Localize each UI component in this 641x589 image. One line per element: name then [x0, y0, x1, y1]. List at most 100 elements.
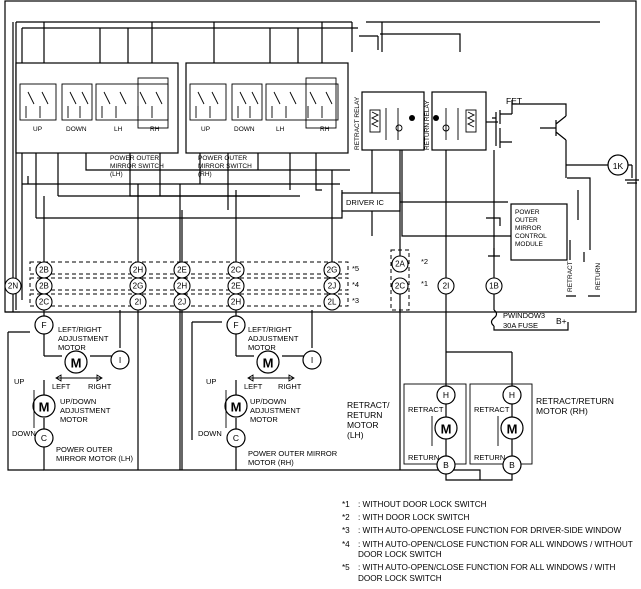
- lh-lr-motor-m: M: [71, 356, 82, 371]
- footnote-key: *3: [342, 526, 350, 536]
- retract-motor-lh-m: M: [441, 422, 452, 437]
- rh-motor-name2: MOTOR (RH): [248, 458, 294, 467]
- rl-terminal-h: H: [443, 390, 449, 400]
- footnotes: *1: WITHOUT DOOR LOCK SWITCH *2 : WITH DO…: [342, 500, 640, 587]
- switch-label-down: DOWN: [66, 126, 87, 133]
- lh-lr-label3: MOTOR: [58, 343, 86, 352]
- conn-2c-b: 2C: [231, 266, 241, 275]
- conn-2g-a: 2G: [133, 282, 144, 291]
- footnote-key: *5: [342, 563, 350, 573]
- rh-motor-name1: POWER OUTER MIRROR: [248, 449, 338, 458]
- conn-2i-b: 2I: [443, 282, 450, 291]
- rh-up: UP: [206, 377, 216, 386]
- rh-ud-label3: MOTOR: [250, 415, 278, 424]
- rl-retract: RETRACT: [408, 405, 444, 414]
- lh-ud-motor-m: M: [39, 400, 50, 415]
- lh-lr-label2: ADJUSTMENT: [58, 334, 109, 343]
- module-outline: [4, 0, 637, 313]
- mirror-switch-lh-contacts: [19, 77, 169, 129]
- conn-2h-b: 2H: [177, 282, 187, 291]
- conn-2e-b: 2E: [231, 282, 241, 291]
- note3-bracket: [29, 293, 349, 307]
- rl-return: RETURN: [408, 453, 439, 462]
- lh-lr-label1: LEFT/RIGHT: [58, 325, 102, 334]
- footnote-1: *1: WITHOUT DOOR LOCK SWITCH: [342, 500, 640, 511]
- conn-note-5: *5: [352, 264, 359, 273]
- conn-note-1: *1: [421, 279, 428, 288]
- rh-terminal-i: I: [311, 355, 313, 365]
- switch-label-rh-rh: RH: [320, 126, 330, 133]
- terminal-1k-label: 1K: [613, 161, 624, 171]
- footnote-key: *2: [342, 513, 350, 523]
- mirror-switch-rh-contacts: [189, 77, 339, 129]
- note4-bracket: [29, 277, 349, 291]
- fet-symbol: [486, 100, 513, 148]
- lh-ud-motor: [32, 394, 56, 418]
- lh-terminal-i: I: [119, 355, 121, 365]
- conn-2h-c: 2H: [231, 298, 241, 307]
- return-relay: [431, 91, 487, 151]
- rh-down: DOWN: [198, 429, 222, 438]
- footnote-text: : WITH DOOR LOCK SWITCH: [358, 513, 470, 523]
- lh-left: LEFT: [52, 382, 71, 391]
- switch-label-down-rh: DOWN: [234, 126, 255, 133]
- mirror-switch-lh-line2: MIRROR SWITCH: [110, 163, 164, 170]
- conn-2i-a: 2I: [135, 298, 142, 307]
- conn-note-3: *3: [352, 296, 359, 305]
- conn-2l: 2L: [328, 298, 337, 307]
- lh-up: UP: [14, 377, 24, 386]
- mirror-switch-lh-line3: (LH): [110, 171, 123, 178]
- return-relay-label: RETURN RELAY: [424, 100, 431, 150]
- retract-lh-name1: RETRACT/: [347, 400, 390, 410]
- retract-relay-label: RETRACT RELAY: [354, 96, 361, 150]
- lh-ud-label3: MOTOR: [60, 415, 88, 424]
- retract-motor-lh: [434, 416, 458, 440]
- connectors: 2N 2B 2B 2C 2H 2G 2I 2E 2H 2J 2C 2E 2H 2…: [4, 255, 503, 311]
- footnote-text: : WITHOUT DOOR LOCK SWITCH: [358, 500, 487, 509]
- battery-label: B+: [556, 316, 567, 326]
- rh-ud-label1: UP/DOWN: [250, 397, 286, 406]
- fuse-line1: PWINDOW3: [503, 311, 545, 320]
- conn-2b-b: 2B: [39, 282, 49, 291]
- rh-terminal-f: F: [233, 320, 238, 330]
- retract-relay: [361, 91, 425, 151]
- switch-label-up: UP: [33, 126, 42, 133]
- retract-lh-name2: RETURN: [347, 410, 382, 420]
- rh-terminal-c: C: [233, 433, 239, 443]
- conn-2g-b: 2G: [327, 266, 338, 275]
- lh-motor-name1: POWER OUTER: [56, 445, 113, 454]
- rh-ud-motor-m: M: [231, 400, 242, 415]
- rr-terminal-b: B: [509, 460, 515, 470]
- rh-right: RIGHT: [278, 382, 302, 391]
- footnote-text: : WITH AUTO-OPEN/CLOSE FUNCTION FOR DRIV…: [358, 526, 622, 536]
- fet-label: FET: [506, 96, 522, 106]
- rh-lr-label1: LEFT/RIGHT: [248, 325, 292, 334]
- rr-retract: RETRACT: [474, 405, 510, 414]
- control-module-line1: POWER: [515, 209, 540, 216]
- lh-ud-label2: ADJUSTMENT: [60, 406, 111, 415]
- footnote-5: *5: WITH AUTO-OPEN/CLOSE FUNCTION FOR AL…: [342, 563, 640, 584]
- conn-2e-a: 2E: [177, 266, 187, 275]
- conn-note-4: *4: [352, 280, 359, 289]
- switch-label-lh-rh: LH: [276, 126, 285, 133]
- conn-2n: 2N: [8, 282, 18, 291]
- control-module-line5: MODULE: [515, 241, 543, 248]
- switch-retract-label: RETRACT: [567, 261, 574, 292]
- conn-note-2: *2: [421, 257, 428, 266]
- mirror-switch-lh-line1: POWER OUTER: [110, 155, 159, 162]
- rh-lr-motor-m: M: [263, 356, 274, 371]
- fuse-line2: 30A FUSE: [503, 321, 538, 330]
- switch-return-label: RETURN: [595, 263, 602, 290]
- lh-motor-name2: MIRROR MOTOR (LH): [56, 454, 133, 463]
- control-module-line2: OUTER: [515, 217, 538, 224]
- retract-motor-rh-m: M: [507, 422, 518, 437]
- retract-rh-name2: MOTOR (RH): [536, 406, 588, 416]
- switch-label-up-rh: UP: [201, 126, 210, 133]
- control-module-line4: CONTROL: [515, 233, 547, 240]
- rh-lr-label3: MOTOR: [248, 343, 276, 352]
- retract-motor-lh-box: [403, 383, 467, 465]
- retract-lh-name4: (LH): [347, 430, 364, 440]
- retract-motor-rh-box: [469, 383, 533, 465]
- lh-down: DOWN: [12, 429, 36, 438]
